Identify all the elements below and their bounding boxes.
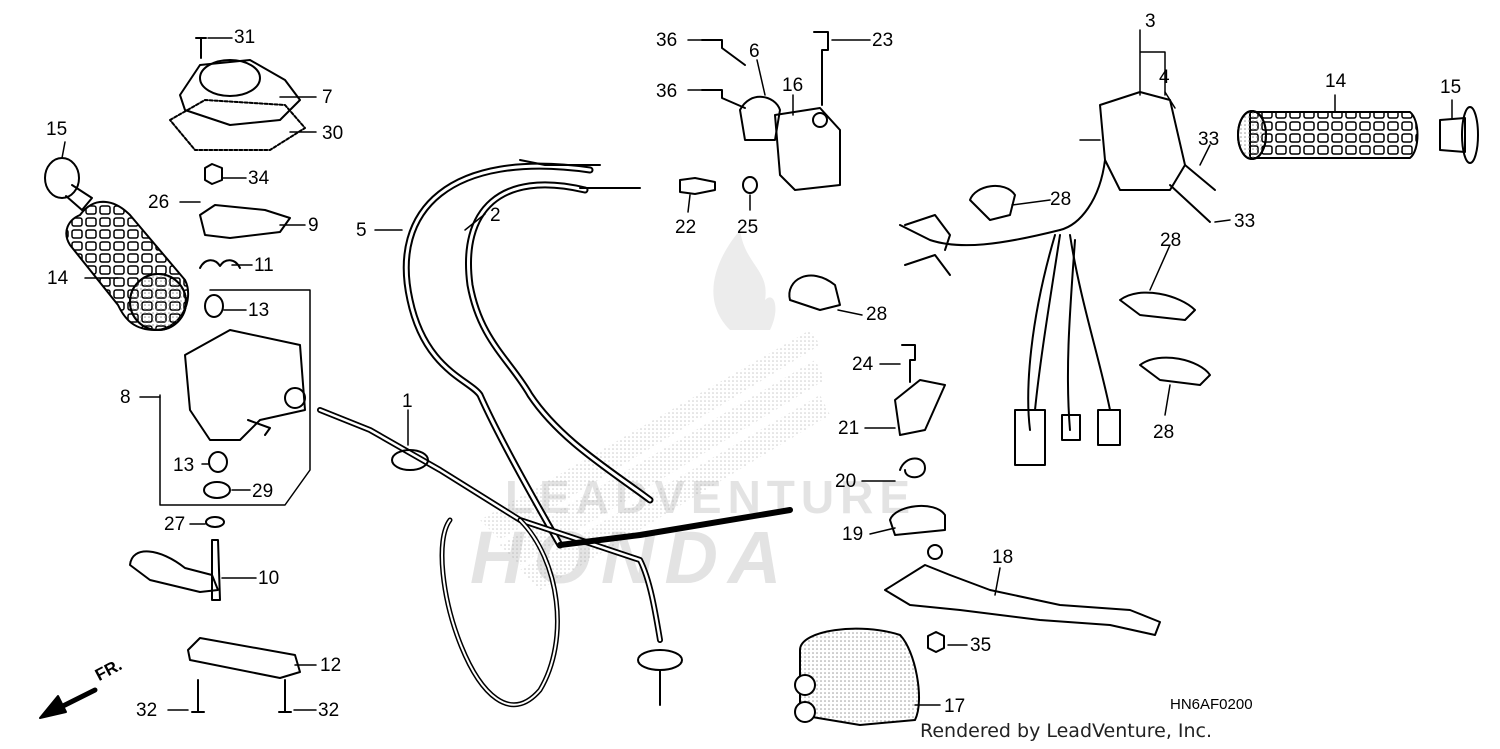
bolt-22	[679, 177, 716, 195]
bushing-lower	[208, 451, 228, 473]
callout-11: 11	[254, 255, 274, 276]
screw-33-upper	[1184, 164, 1216, 191]
cable-2	[465, 181, 654, 504]
callout-36-upper: 36	[656, 30, 678, 51]
callout-7: 7	[322, 87, 333, 108]
callout-18: 18	[992, 547, 1014, 568]
cable-5	[402, 159, 601, 549]
callout-17: 17	[944, 696, 966, 717]
clamp-6	[739, 95, 781, 141]
callout-36-lower: 36	[656, 81, 678, 102]
callout-28-right-lower: 28	[1153, 422, 1175, 443]
callout-14-right: 14	[1325, 71, 1347, 92]
callout-27: 27	[164, 514, 186, 535]
bracket-21	[894, 379, 946, 436]
callout-3: 3	[1145, 11, 1156, 32]
callout-9: 9	[308, 215, 319, 236]
holder-16	[774, 107, 841, 191]
callout-20: 20	[835, 471, 857, 492]
bushing-upper	[204, 294, 224, 318]
callout-13-lower: 13	[173, 455, 195, 476]
callout-16: 16	[782, 75, 804, 96]
callout-23: 23	[872, 30, 894, 51]
reference-code: HN6AF0200	[1170, 696, 1253, 713]
throttle-arm	[199, 204, 291, 239]
left-grip	[65, 200, 190, 331]
credit-text: Rendered by LeadVenture, Inc.	[920, 720, 1213, 742]
callout-21: 21	[838, 418, 860, 439]
lever-cover	[794, 627, 921, 726]
callout-2: 2	[490, 205, 501, 226]
callout-30: 30	[322, 123, 344, 144]
callout-6: 6	[749, 41, 760, 62]
right-grip	[1237, 110, 1419, 160]
left-grip-end	[44, 157, 93, 211]
nut-35	[927, 631, 945, 653]
callout-24: 24	[852, 354, 874, 375]
callout-33-lower: 33	[1234, 211, 1256, 232]
bolt-32-right	[278, 679, 292, 713]
band-28-harness	[969, 184, 1016, 221]
band-28-right-upper	[1119, 291, 1196, 321]
bolt-32-left	[191, 679, 205, 713]
callout-12: 12	[320, 655, 342, 676]
callout-4: 4	[1159, 67, 1170, 88]
callout-32-right: 32	[318, 700, 340, 721]
lever-18	[884, 564, 1161, 636]
leader-lines	[61, 29, 1453, 711]
callout-1: 1	[402, 391, 413, 412]
spring-11	[199, 259, 241, 269]
band-28-right-lower	[1139, 356, 1211, 386]
callout-10: 10	[258, 568, 280, 589]
flame-watermark	[713, 230, 776, 330]
callout-32-left: 32	[136, 700, 158, 721]
callout-25: 25	[737, 217, 759, 238]
callout-22: 22	[675, 217, 697, 238]
washer-25	[742, 176, 758, 194]
nut-34	[204, 163, 223, 185]
thumb-lever	[129, 539, 221, 601]
washer-27	[205, 516, 225, 528]
bolt-36-upper	[701, 39, 746, 66]
gasket	[169, 99, 306, 151]
switch-19	[889, 504, 946, 536]
bracket-12	[187, 637, 301, 679]
bolt-24	[901, 344, 916, 383]
seal-29	[203, 481, 231, 499]
band-28-center	[788, 274, 841, 311]
callout-15-left: 15	[46, 119, 68, 140]
spring-20	[899, 457, 926, 479]
housing-bracket	[159, 289, 311, 506]
right-grip-end	[1439, 106, 1479, 164]
bolt-23	[813, 31, 829, 106]
callout-13-upper: 13	[248, 300, 270, 321]
callout-31: 31	[234, 27, 256, 48]
right-handlebar-switch	[1059, 91, 1186, 231]
callout-35: 35	[970, 635, 992, 656]
wiring-harness	[899, 214, 1121, 466]
callout-14-left: 14	[47, 268, 69, 289]
wing-watermark	[480, 330, 830, 590]
callout-29: 29	[252, 481, 274, 502]
throttle-housing	[184, 329, 306, 441]
bolt-36-lower	[701, 89, 746, 109]
callout-19: 19	[842, 524, 864, 545]
callout-34: 34	[248, 168, 270, 189]
callout-28-center: 28	[866, 304, 888, 325]
throttle-cover	[179, 59, 301, 126]
screw-31	[195, 37, 207, 59]
screw-33-lower	[1169, 184, 1211, 223]
callout-28-harness: 28	[1050, 189, 1072, 210]
callout-28-right-upper: 28	[1160, 230, 1182, 251]
callout-15-right: 15	[1440, 77, 1462, 98]
callout-8: 8	[120, 387, 131, 408]
callout-33-upper: 33	[1198, 129, 1220, 150]
callout-5: 5	[356, 220, 367, 241]
callout-26: 26	[148, 192, 170, 213]
cable-1	[317, 407, 793, 708]
